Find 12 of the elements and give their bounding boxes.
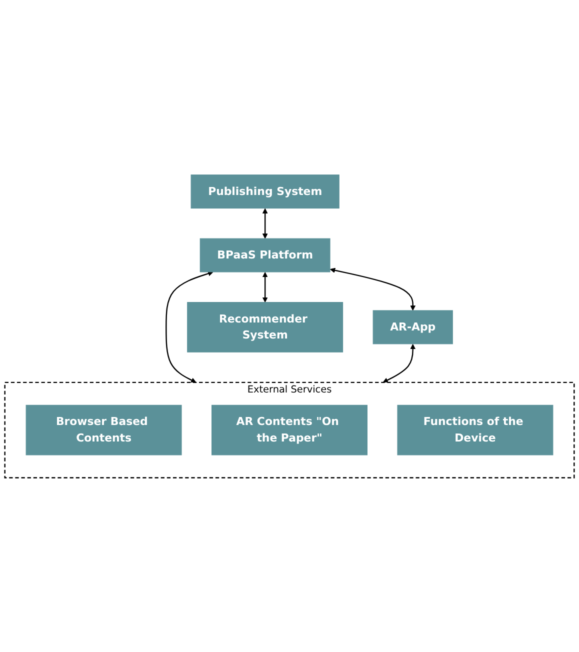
node-box: Functions of the Device [397,404,554,455]
arrow [330,267,416,310]
arrow [262,272,268,302]
node-box: AR Contents "On the Paper" [212,404,368,455]
node-box: Browser Based Contents [26,404,182,455]
node-box: Recommender System [187,302,344,352]
arrow [262,208,268,239]
arrow [382,344,416,382]
node-box: BPaaS Platform [200,238,330,272]
node-box: Publishing System [190,174,340,208]
node-box: AR-App [372,310,453,344]
arrow [166,270,214,382]
